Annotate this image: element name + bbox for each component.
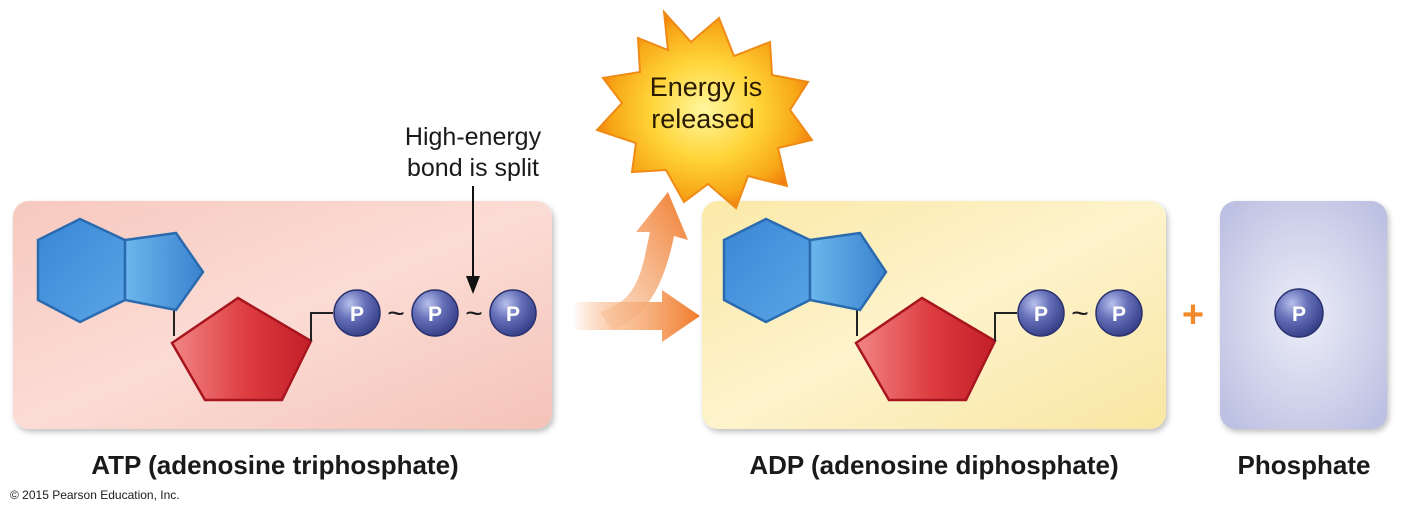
atp-molecule: P ~ P ~ P xyxy=(36,217,537,402)
plus-sign: + xyxy=(1182,294,1204,336)
adp-ribose-pentagon xyxy=(854,296,997,402)
phosphate-symbol: P xyxy=(428,303,442,326)
bond-note-line-2: bond is split xyxy=(407,154,539,182)
adp-phosphate-2: P xyxy=(1095,289,1143,337)
adp-base-pentagon xyxy=(808,231,888,312)
phosphate-symbol: P xyxy=(350,303,364,326)
phosphate-symbol: P xyxy=(506,303,520,326)
phosphate-symbol: P xyxy=(1292,303,1306,326)
copyright-notice: © 2015 Pearson Education, Inc. xyxy=(10,488,180,502)
atp-base-hexagon xyxy=(36,217,127,324)
high-energy-bond-symbol: ~ xyxy=(387,297,405,330)
atp-label: ATP (adenosine triphosphate) xyxy=(91,450,458,480)
adp-sugar-phosphate-link xyxy=(994,312,1017,341)
bond-pointer-arrow xyxy=(466,186,480,294)
phosphate-symbol: P xyxy=(1034,303,1048,326)
bond-note-line-1: High-energy xyxy=(405,123,542,151)
energy-release-arrow xyxy=(600,192,688,330)
phosphate-symbol: P xyxy=(1112,303,1126,326)
atp-phosphate-1: P xyxy=(333,289,381,337)
adp-base-hexagon xyxy=(722,217,812,324)
atp-ribose-pentagon xyxy=(170,296,313,402)
energy-burst: Energy is released xyxy=(595,9,814,210)
adp-phosphate-1: P xyxy=(1017,289,1065,337)
high-energy-bond-symbol: ~ xyxy=(465,297,483,330)
high-energy-bond-symbol: ~ xyxy=(1071,297,1089,330)
atp-phosphate-2: P xyxy=(411,289,459,337)
adp-label: ADP (adenosine diphosphate) xyxy=(749,450,1118,480)
burst-star-icon xyxy=(595,9,814,210)
atp-phosphate-3: P xyxy=(489,289,537,337)
burst-line-2: released xyxy=(651,104,755,134)
atp-base-pentagon xyxy=(123,231,205,312)
phosphate-label: Phosphate xyxy=(1238,450,1371,480)
burst-line-1: Energy is xyxy=(650,72,763,102)
atp-sugar-phosphate-link xyxy=(310,312,333,341)
adp-molecule: P ~ P xyxy=(722,217,1143,402)
free-phosphate: P xyxy=(1274,288,1324,338)
